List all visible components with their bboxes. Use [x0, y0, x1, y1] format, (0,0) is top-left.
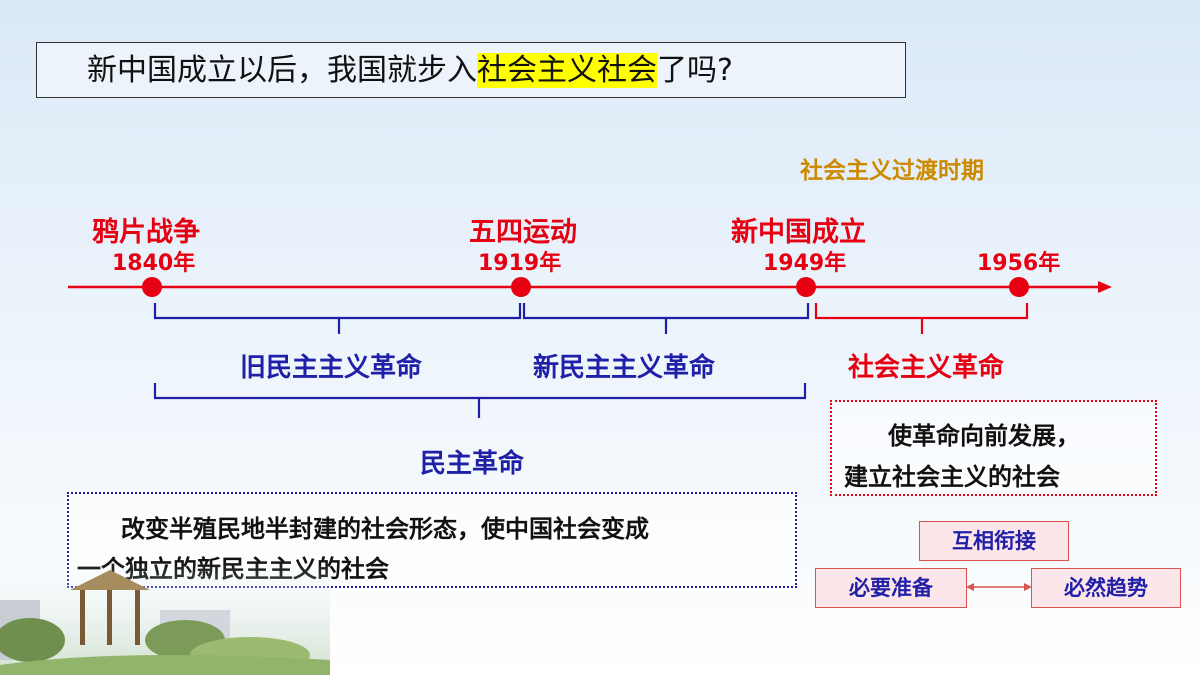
relation-arrow-right — [1024, 583, 1032, 591]
bracket-democratic — [153, 383, 807, 418]
relation-left-pill: 必要准备 — [815, 568, 967, 608]
socialist-note-line1: 使革命向前发展， — [888, 422, 1080, 450]
year-1919: 1919年 — [478, 251, 562, 276]
question-before: 新中国成立以后，我国就步入 — [87, 53, 477, 88]
bracket-socialist — [814, 303, 1029, 334]
year-1840: 1840年 — [112, 251, 196, 276]
relation-link-pill: 互相衔接 — [919, 521, 1069, 561]
timeline-arrowhead — [1098, 281, 1112, 293]
question-box: 新中国成立以后，我国就步入社会主义社会了吗? — [36, 42, 906, 98]
year-1956: 1956年 — [977, 251, 1061, 276]
pavilion-scenery-icon — [0, 560, 330, 675]
bracket-new-democratic — [522, 303, 810, 334]
year-1949: 1949年 — [763, 251, 847, 276]
event-may-fourth: 五四运动 — [469, 217, 577, 248]
dot-1949 — [796, 277, 816, 297]
dot-1840 — [142, 277, 162, 297]
bracket-old-democratic — [153, 303, 522, 334]
dot-1956 — [1009, 277, 1029, 297]
socialist-note-box: 使革命向前发展， 建立社会主义的社会 — [830, 400, 1157, 496]
dot-1919 — [511, 277, 531, 297]
relation-arrow-left — [966, 583, 974, 591]
event-new-china: 新中国成立 — [731, 217, 866, 248]
relation-right-pill: 必然趋势 — [1031, 568, 1181, 608]
event-opium-war: 鸦片战争 — [92, 217, 200, 248]
label-democratic: 民主革命 — [420, 449, 525, 479]
label-old-democratic: 旧民主主义革命 — [240, 353, 423, 383]
question-highlight: 社会主义社会 — [477, 53, 657, 88]
scenery-image — [0, 560, 330, 675]
label-new-democratic: 新民主主义革命 — [533, 353, 716, 383]
label-socialist: 社会主义革命 — [848, 353, 1005, 383]
socialist-note-line2: 建立社会主义的社会 — [844, 463, 1060, 491]
period-label: 社会主义过渡时期 — [800, 158, 984, 184]
question-text: 新中国成立以后，我国就步入社会主义社会了吗? — [87, 51, 733, 91]
question-after: 了吗? — [657, 53, 733, 88]
democratic-note-line1: 改变半殖民地半封建的社会形态，使中国社会变成 — [121, 515, 649, 543]
